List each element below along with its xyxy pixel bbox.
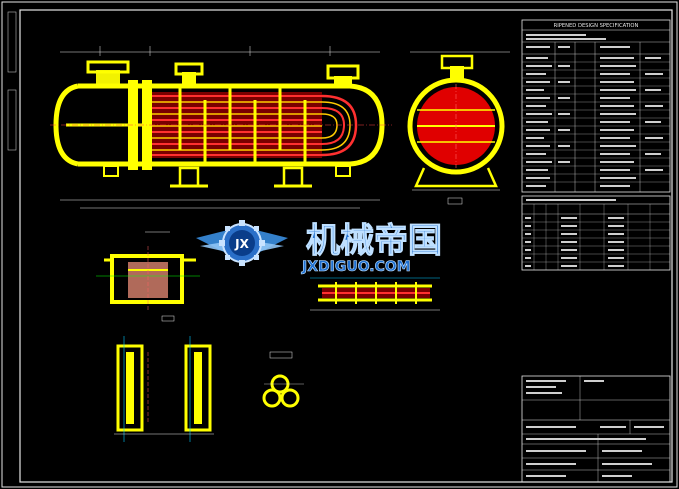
detail-section bbox=[310, 277, 440, 311]
gear-icon: JX bbox=[219, 220, 265, 266]
saddle-left bbox=[178, 166, 200, 188]
nozzle-table bbox=[521, 195, 671, 271]
watermark-en: JXDIGUO.COM bbox=[301, 259, 411, 275]
spec-title: RIPENED DESIGN SPECIFICATION bbox=[554, 23, 639, 29]
spec-table: RIPENED DESIGN SPECIFICATION bbox=[521, 19, 671, 193]
title-block bbox=[521, 375, 671, 483]
binding-strip bbox=[7, 11, 17, 73]
detail-flange bbox=[96, 231, 200, 322]
detail-tube-pattern bbox=[262, 351, 304, 408]
watermark-cn: 机械帝国 bbox=[306, 221, 442, 261]
watermark: JX 机械帝国 JXDIGUO.COM bbox=[196, 220, 443, 275]
end-view bbox=[407, 51, 510, 205]
detail-tierods bbox=[114, 336, 214, 442]
binding-strip-2 bbox=[7, 89, 17, 151]
logo-letters: JX bbox=[234, 237, 249, 251]
saddle-right bbox=[282, 166, 304, 188]
drawing-frame bbox=[19, 9, 673, 483]
elevation-view bbox=[50, 46, 392, 209]
